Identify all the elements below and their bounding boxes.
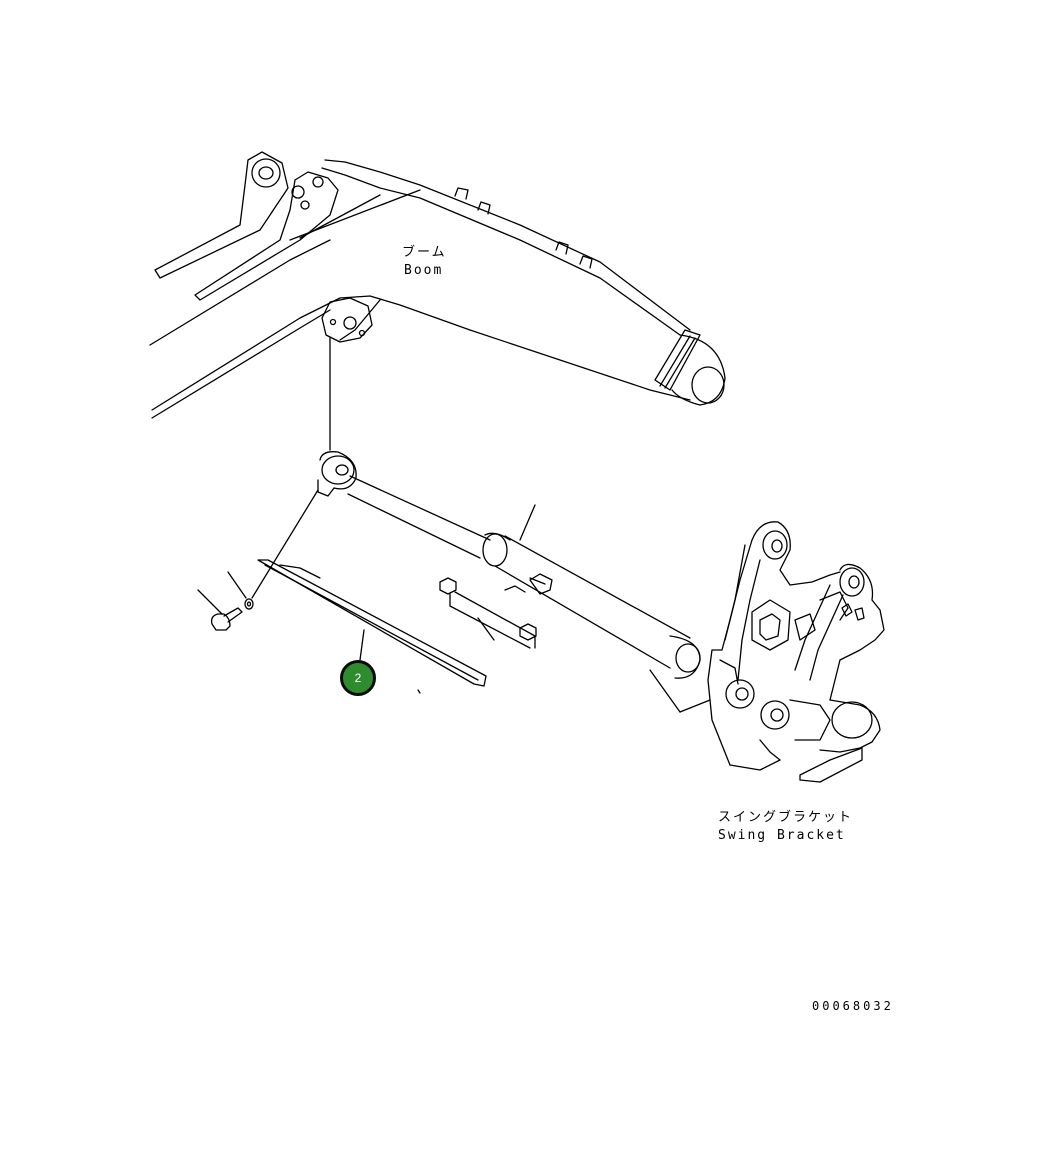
boom-label-japanese: ブーム	[402, 245, 447, 260]
callout-number: 2	[354, 671, 362, 685]
callout-leader	[359, 629, 365, 661]
swing-bracket-label-japanese: スイングブラケット	[718, 810, 854, 825]
callout-2-button[interactable]: 2	[340, 660, 376, 696]
swing-bracket-label: Swing Bracket	[718, 828, 846, 843]
swing-bracket-drawing	[707, 521, 885, 783]
plate-part	[257, 559, 487, 687]
drawing-number: 00068032	[812, 999, 894, 1013]
bolt-and-washer	[197, 489, 319, 631]
cylinder-drawing	[317, 451, 711, 713]
boom-label: Boom	[404, 263, 444, 278]
clamp-drawing	[439, 577, 537, 649]
stray-mark	[417, 689, 421, 694]
boom-drawing	[149, 151, 726, 419]
